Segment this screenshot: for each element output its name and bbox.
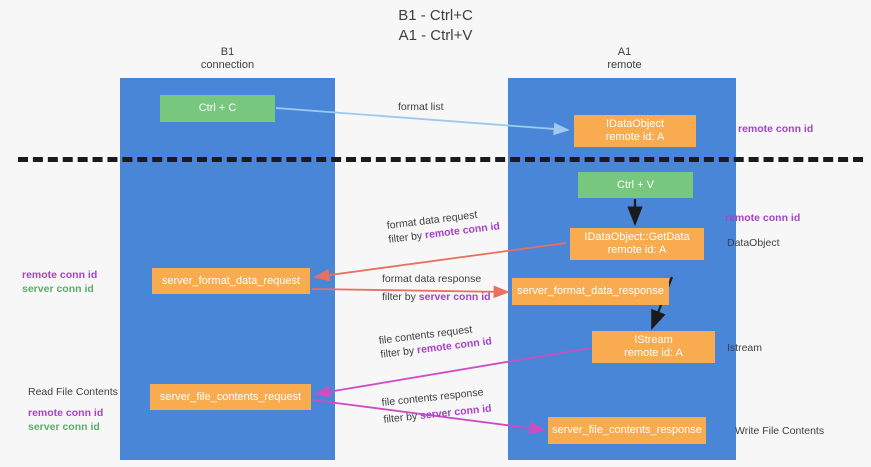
lane-header-b1: B1 connection	[155, 46, 300, 72]
edge-label-file-contents-response-filter-prefix: filter by	[382, 410, 421, 426]
annotation-left-read-file-contents-group: Read File Contents remote conn id server…	[28, 385, 118, 434]
node-idataobject-subtitle: remote id: A	[605, 131, 665, 143]
node-server-format-data-request-label: server_format_data_request	[161, 274, 301, 287]
node-getdata-title: IDataObject::GetData	[584, 231, 690, 243]
node-idataobject[interactable]: IDataObject remote id: A	[574, 115, 696, 147]
section-divider	[18, 157, 863, 162]
node-server-file-contents-request-label: server_file_contents_request	[159, 390, 302, 403]
annotation-read-file-contents: Read File Contents	[28, 386, 118, 398]
lane-header-b1-line1: B1	[220, 46, 235, 58]
node-getdata-subtitle: remote id: A	[607, 244, 667, 256]
lane-header-b1-line2: connection	[200, 59, 255, 71]
annotation-left-remote-conn-id: remote conn id	[22, 269, 98, 281]
node-server-file-contents-request[interactable]: server_file_contents_request	[150, 384, 311, 410]
edge-label-format-data-response-filter-prefix: filter by	[382, 291, 419, 303]
node-server-format-data-response-label: server_format_data_response	[517, 285, 664, 297]
node-ctrl-v[interactable]: Ctrl + V	[578, 172, 693, 198]
node-idataobject-title: IDataObject	[605, 118, 665, 130]
node-istream-subtitle: remote id: A	[624, 347, 683, 359]
arrow-file-contents-response	[312, 399, 546, 435]
node-istream[interactable]: IStream remote id: A	[592, 331, 715, 363]
annotation-remote-conn-id-top: remote conn id	[738, 123, 814, 135]
annotation-dataobject: DataObject	[727, 237, 780, 249]
annotation-write-file-contents: Write File Contents	[735, 425, 825, 437]
arrow-format-list	[275, 107, 570, 136]
lane-header-a1-line2: remote	[607, 59, 642, 71]
edge-label-format-data-response-text: format data response	[382, 273, 482, 285]
node-ctrl-c[interactable]: Ctrl + C	[160, 95, 275, 122]
annotation-remote-conn-id-mid: remote conn id	[725, 212, 801, 224]
node-ctrl-c-label: Ctrl + C	[198, 102, 237, 114]
annotation-left-bottom-server-conn-id: server conn id	[28, 421, 100, 433]
arrow-format-data-request	[313, 242, 567, 282]
node-ctrl-v-label: Ctrl + V	[617, 178, 654, 191]
node-server-format-data-request[interactable]: server_format_data_request	[152, 268, 310, 294]
node-idataobject-getdata[interactable]: IDataObject::GetData remote id: A	[570, 228, 704, 260]
node-server-format-data-response[interactable]: server_format_data_response	[512, 278, 669, 305]
page-title-line2: A1 - Ctrl+V	[398, 27, 473, 44]
arrow-format-data-response	[311, 285, 510, 299]
edge-label-format-list-text: format list	[398, 101, 444, 113]
edge-label-format-data-response: format data response filter by server co…	[382, 272, 491, 304]
edge-label-format-data-response-filter-key: server conn id	[418, 291, 491, 303]
node-server-file-contents-response[interactable]: server_file_contents_response	[548, 417, 706, 444]
lane-header-a1: A1 remote	[552, 46, 697, 72]
lane-header-a1-line1: A1	[617, 46, 632, 58]
annotation-left-server-conn-id: server conn id	[22, 283, 94, 295]
page-title-line1: B1 - Ctrl+C	[398, 7, 473, 24]
annotation-istream: Istream	[727, 342, 763, 354]
arrow-file-contents-request	[314, 347, 591, 398]
node-istream-title: IStream	[634, 334, 673, 346]
page-title: B1 - Ctrl+C A1 - Ctrl+V	[0, 6, 871, 46]
node-server-file-contents-response-label: server_file_contents_response	[552, 424, 702, 436]
annotation-left-bottom-remote-conn-id: remote conn id	[28, 407, 104, 419]
annotation-left-conn-ids-middle: remote conn id server conn id	[22, 268, 97, 296]
edge-label-format-list: format list	[398, 100, 444, 114]
